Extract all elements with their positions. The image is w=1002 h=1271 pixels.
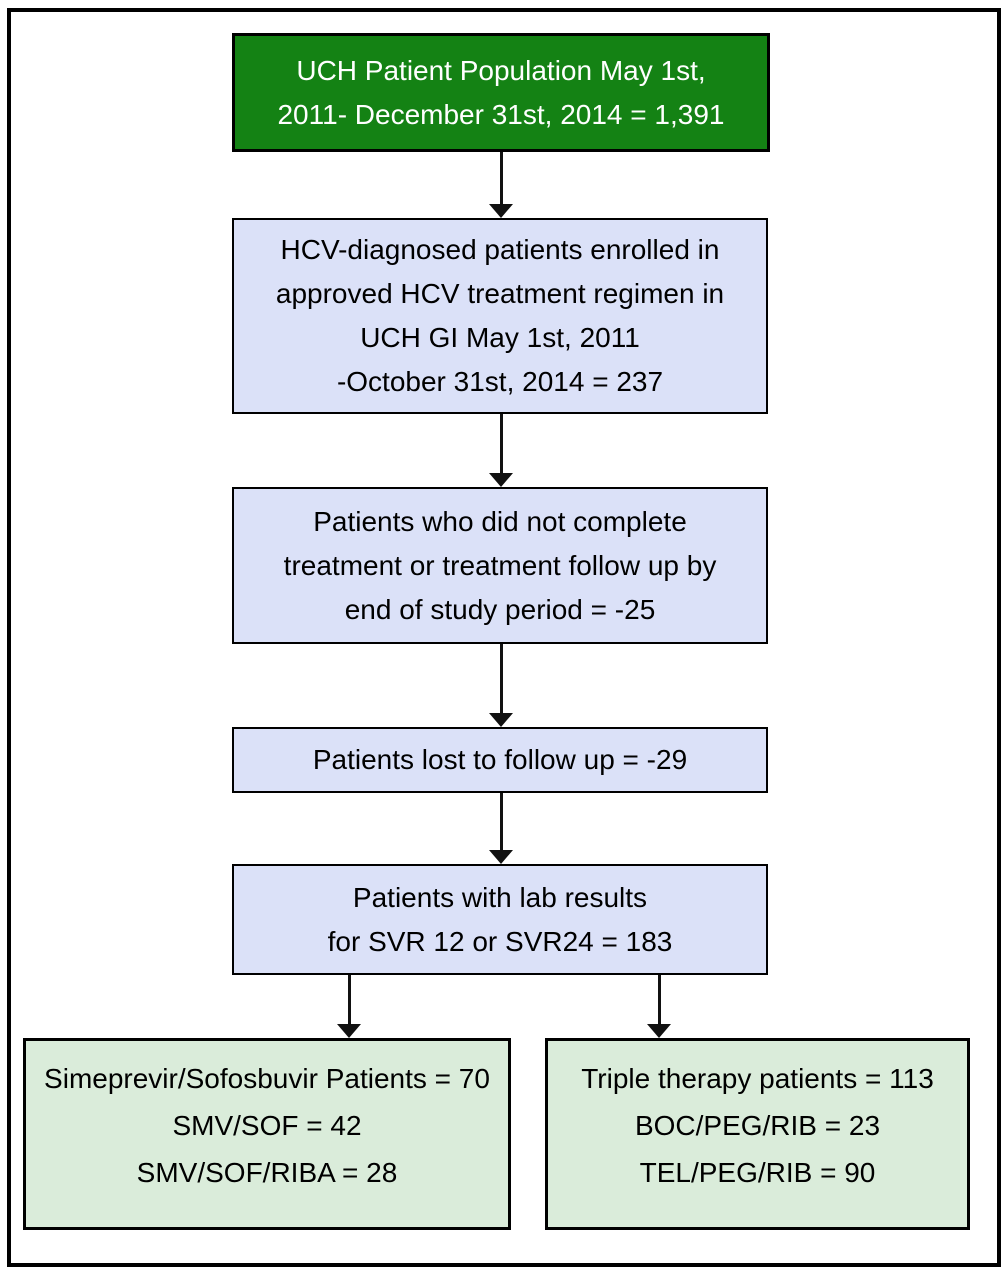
arrowhead-icon — [489, 473, 513, 487]
down-arrow-icon — [647, 975, 671, 1038]
node-text-line: 2011- December 31st, 2014 = 1,391 — [277, 98, 725, 130]
down-arrow-icon — [489, 644, 513, 727]
arrow-shaft — [657, 975, 661, 1025]
node-text-line: SMV/SOF/RIBA = 28 — [136, 1157, 398, 1188]
arrowhead-icon — [489, 850, 513, 864]
arrow-shaft — [499, 152, 503, 205]
down-arrow-icon — [489, 152, 513, 218]
down-arrow-icon — [489, 414, 513, 487]
arrowhead-icon — [647, 1024, 671, 1038]
node-text-line: -October 31st, 2014 = 237 — [336, 366, 664, 397]
node-text-line: Patients lost to follow up = -29 — [312, 744, 688, 775]
outer-border-frame — [7, 8, 1001, 1267]
arrowhead-icon — [489, 204, 513, 218]
arrow-shaft — [499, 644, 503, 714]
arrowhead-icon — [337, 1024, 361, 1038]
node-text-line: UCH Patient Population May 1st, — [296, 54, 706, 86]
arrow-shaft — [499, 793, 503, 851]
node-text-line: BOC/PEG/RIB = 23 — [634, 1110, 881, 1141]
flow-node-not-complete: Patients who did not complete treatment … — [232, 487, 768, 644]
node-text-line: Simeprevir/Sofosbuvir Patients = 70 — [44, 1063, 490, 1094]
node-text-line: approved HCV treatment regimen in — [275, 278, 725, 309]
node-text-line: end of study period = -25 — [344, 593, 656, 625]
node-text-line: SMV/SOF = 42 — [172, 1110, 362, 1141]
flow-node-lab-results: Patients with lab results for SVR 12 or … — [232, 864, 768, 975]
flow-node-enrolled: HCV-diagnosed patients enrolled in appro… — [232, 218, 768, 414]
flow-node-simeprevir-sofosbuvir: Simeprevir/Sofosbuvir Patients = 70 SMV/… — [23, 1038, 511, 1230]
arrow-shaft — [347, 975, 351, 1025]
arrowhead-icon — [489, 713, 513, 727]
down-arrow-icon — [489, 793, 513, 864]
node-text-line: HCV-diagnosed patients enrolled in — [280, 234, 720, 265]
node-text-line: treatment or treatment follow up by — [283, 549, 717, 581]
node-text-line: TEL/PEG/RIB = 90 — [639, 1157, 876, 1188]
arrow-shaft — [499, 414, 503, 474]
node-text-line: UCH GI May 1st, 2011 — [360, 322, 640, 353]
flow-node-triple-therapy: Triple therapy patients = 113 BOC/PEG/RI… — [545, 1038, 970, 1230]
node-text-line: Triple therapy patients = 113 — [581, 1063, 934, 1094]
node-text-line: Patients who did not complete — [313, 505, 687, 537]
flow-node-population: UCH Patient Population May 1st, 2011- De… — [232, 33, 770, 152]
node-text-line: Patients with lab results — [352, 881, 648, 913]
down-arrow-icon — [337, 975, 361, 1038]
flow-node-lost-follow-up: Patients lost to follow up = -29 — [232, 727, 768, 793]
node-text-line: for SVR 12 or SVR24 = 183 — [327, 925, 673, 957]
